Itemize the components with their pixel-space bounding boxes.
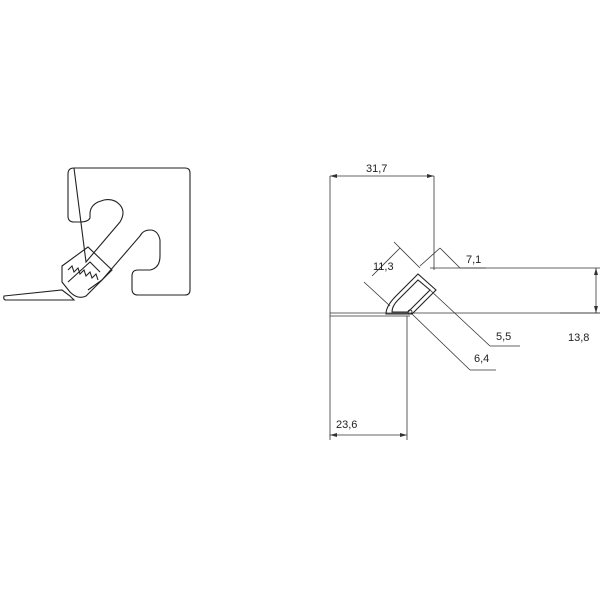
dim-23-6-arrow-l <box>330 433 337 437</box>
profile-sketch <box>3 167 191 301</box>
dim-31-7-arrow-l <box>330 174 337 178</box>
dim-13-8-arrow-t <box>594 268 598 275</box>
dim-5-5-diag <box>429 289 491 347</box>
dim-5-5-label: 5,5 <box>496 331 511 343</box>
dim-13-8-label: 13,8 <box>568 332 589 344</box>
dim-23-6-arrow-r <box>400 433 407 437</box>
dim-13-8-arrow-b <box>594 306 598 313</box>
section-profile-inner <box>391 279 431 313</box>
section-profile <box>385 273 437 315</box>
base-flange <box>3 289 76 301</box>
trim-channel-inner <box>67 261 101 283</box>
trim-channel-outer <box>61 246 113 298</box>
dim-11-3-ext-b <box>393 241 421 269</box>
dim-6-4-label: 6,4 <box>474 353 489 365</box>
dim-23-6-label: 23,6 <box>336 419 357 431</box>
dim-7-1-line <box>439 247 461 269</box>
dim-31-7-arrow-r <box>427 174 434 178</box>
dim-11-3-line <box>371 247 401 277</box>
tile-outline <box>67 167 191 296</box>
dim-6-4-diag <box>411 313 471 371</box>
section-radius-point <box>407 309 413 315</box>
trim-channel-teeth <box>67 264 99 281</box>
dim-31-7-label: 31,7 <box>366 163 387 175</box>
dim-7-1-ext <box>419 247 441 267</box>
dim-11-3-ext-a <box>363 281 391 307</box>
dim-11-3-label: 11,3 <box>373 261 394 273</box>
dim-7-1-label: 7,1 <box>466 254 481 266</box>
section-view: 31,7 23,6 13,8 11,3 7,1 5,5 6,4 <box>329 163 600 440</box>
